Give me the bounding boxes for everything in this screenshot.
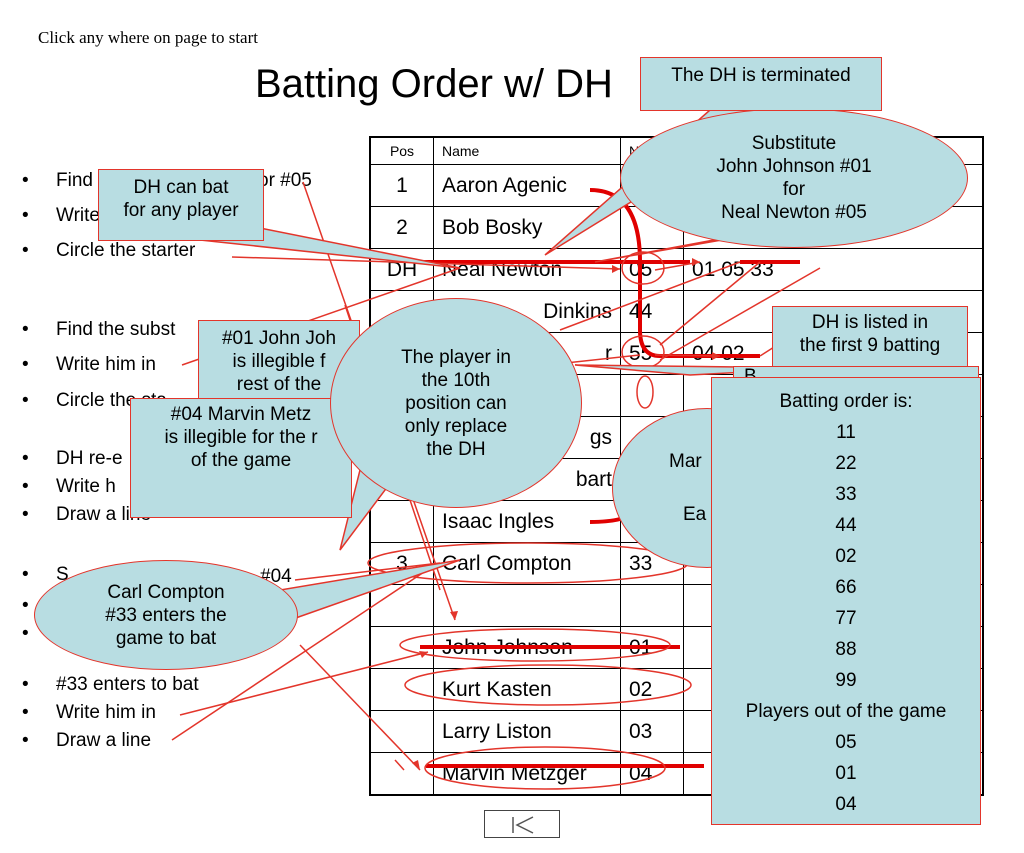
pointer-line — [299, 644, 421, 771]
bullet-item: • — [22, 623, 29, 644]
pos-cell: 2 — [369, 206, 434, 249]
first-slide-button[interactable] — [484, 810, 560, 838]
bubble-tenth-position: The player in the 10th position can only… — [330, 298, 582, 508]
arrowhead — [412, 760, 420, 770]
bullet-item: •Write him in — [22, 702, 156, 723]
bubble-carl-enters: Carl Compton #33 enters the game to bat — [34, 560, 298, 670]
arrowhead — [692, 258, 700, 266]
bullet-item: •Draw a line — [22, 504, 152, 525]
pointer-line — [659, 267, 821, 361]
name-cell: Bob Bosky — [433, 206, 621, 249]
first-slide-icon — [512, 816, 534, 834]
bullet-item: •Circle the starter — [22, 240, 196, 261]
bullet-fragment: or #05 — [258, 170, 312, 191]
start-hint: Click any where on page to start — [38, 28, 258, 47]
pointer-line — [394, 759, 405, 771]
number-circle — [636, 375, 654, 409]
bullet-item: •Write — [22, 205, 100, 226]
arrowhead — [419, 651, 428, 658]
bullet-item: •Write h — [22, 476, 116, 497]
callout-dh-terminated: The DH is terminated — [640, 57, 882, 111]
bullet-item: •#33 enters to bat — [22, 674, 199, 695]
pointer-line — [654, 354, 721, 357]
bullet-item: •Write him in — [22, 354, 156, 375]
pointer-line — [179, 651, 429, 716]
pointer-line — [559, 261, 741, 331]
bubble-substitute: Substitute John Johnson #01 for Neal New… — [620, 108, 968, 248]
starter-circle — [399, 628, 671, 662]
column-header-pos: Pos — [369, 136, 434, 165]
pointer-line — [659, 261, 761, 346]
pointer-line — [171, 567, 431, 741]
bullet-item: • — [22, 595, 29, 616]
arrowhead — [450, 611, 458, 620]
pos-cell — [369, 752, 434, 796]
number-cell: 03 — [620, 710, 684, 753]
starter-circle — [404, 664, 692, 706]
arrowhead — [712, 352, 720, 360]
bullet-item: •DH re-e — [22, 448, 123, 469]
callout-dh-listed: DH is listed in the first 9 batting — [772, 306, 968, 368]
callout-marvin-illegible: #04 Marvin Metz is illegible for the r o… — [130, 398, 352, 518]
name-cell: Larry Liston — [433, 710, 621, 753]
bullet-item: •Find the subst — [22, 319, 176, 340]
name-cell — [433, 584, 621, 627]
starter-circle — [424, 746, 666, 790]
bullet-item: •Find — [22, 170, 93, 191]
callout-dh-can-bat: DH can bat for any player — [98, 169, 264, 241]
name-cell: Aaron Agenic — [433, 164, 621, 207]
slide-title: Batting Order w/ DH — [255, 62, 613, 106]
batting-order-panel: Batting order is: 11 22 33 44 02 66 77 8… — [711, 377, 981, 825]
bullet-item: •Draw a line — [22, 730, 152, 751]
arrowhead — [612, 265, 620, 273]
pointer-line — [294, 562, 441, 581]
